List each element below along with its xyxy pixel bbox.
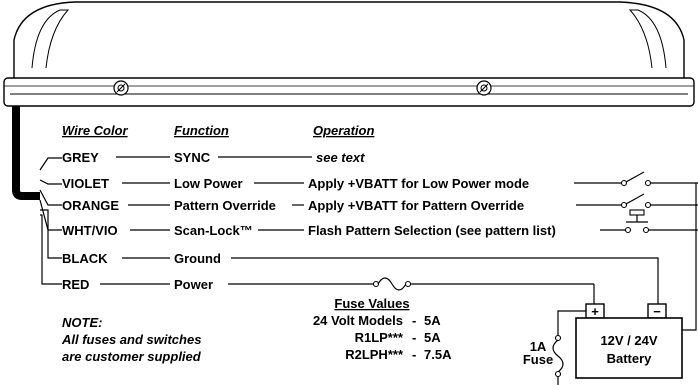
wire-color-label: ORANGE [62,198,119,213]
wire-operation-label: Apply +VBATT for Low Power mode [308,176,529,191]
wire-row-grey: GREY SYNC see text [62,150,365,165]
fuse-values-title: Fuse Values [334,296,409,311]
wire-function-label: Low Power [174,176,243,191]
fuse-dash: - [412,330,416,345]
fuse-values-table: Fuse Values 24 Volt Models - 5A R1LP*** … [313,296,452,362]
wire-color-label: VIOLET [62,176,109,191]
note-line-1: All fuses and switches [61,332,201,347]
fuse-value: 5A [424,313,441,328]
note-title: NOTE: [62,315,102,330]
wire-function-label: Ground [174,251,221,266]
battery-minus-terminal: − [653,304,661,319]
battery-plus-terminal: + [591,304,599,319]
one-amp-fuse-icon: 1A Fuse [523,310,586,385]
small-fuse-value: 1A [530,339,547,354]
customer-supplied-note: NOTE: All fuses and switches are custome… [61,315,202,364]
fuse-value: 5A [424,330,441,345]
wire-operation-label: see text [316,150,365,165]
power-fuse-icon [372,277,412,291]
wire-color-label: BLACK [62,251,108,266]
low-power-switch-icon [620,171,698,187]
mounting-screw-icon [476,80,492,96]
fuse-dash: - [412,313,416,328]
header-function: Function [174,123,229,138]
wire-color-label: GREY [62,150,99,165]
wire-row-red: RED Power [62,277,595,306]
fuse-model: R2LPH*** [345,347,404,362]
wire-row-wht-vio: WHT/VIO Scan-Lock™ Flash Pattern Selecti… [62,223,626,238]
pattern-override-switch-icon [620,193,698,209]
scan-lock-pushbutton-icon [624,209,698,234]
battery-voltage: 12V / 24V [600,333,657,348]
wire-function-label: Scan-Lock™ [174,223,253,238]
battery: + − 12V / 24V Battery [575,303,683,379]
small-fuse-label: Fuse [523,352,553,367]
wire-color-label: WHT/VIO [62,223,118,238]
mounting-screw-icon [113,80,129,96]
switch-supply-bus [682,183,697,331]
cable-bundle [12,106,40,200]
lightbar-housing [3,1,695,107]
wire-row-black: BLACK Ground [62,251,659,306]
header-wire-color: Wire Color [62,123,129,138]
battery-label: Battery [607,351,653,366]
fuse-model: 24 Volt Models [313,313,403,328]
wire-color-label: RED [62,277,89,292]
wire-row-violet: VIOLET Low Power Apply +VBATT for Low Po… [62,176,622,191]
fuse-dash: - [412,347,416,362]
fuse-value: 7.5A [424,347,452,362]
fuse-model: R1LP*** [355,330,404,345]
header-operation: Operation [313,123,374,138]
wire-function-label: Pattern Override [174,198,276,213]
wire-function-label: SYNC [174,150,211,165]
wire-row-orange: ORANGE Pattern Override Apply +VBATT for… [62,198,622,213]
wire-operation-label: Apply +VBATT for Pattern Override [308,198,524,213]
wire-operation-label: Flash Pattern Selection (see pattern lis… [308,223,556,238]
note-line-2: are customer supplied [62,349,202,364]
wire-fanout [39,157,62,285]
wire-function-label: Power [174,277,213,292]
